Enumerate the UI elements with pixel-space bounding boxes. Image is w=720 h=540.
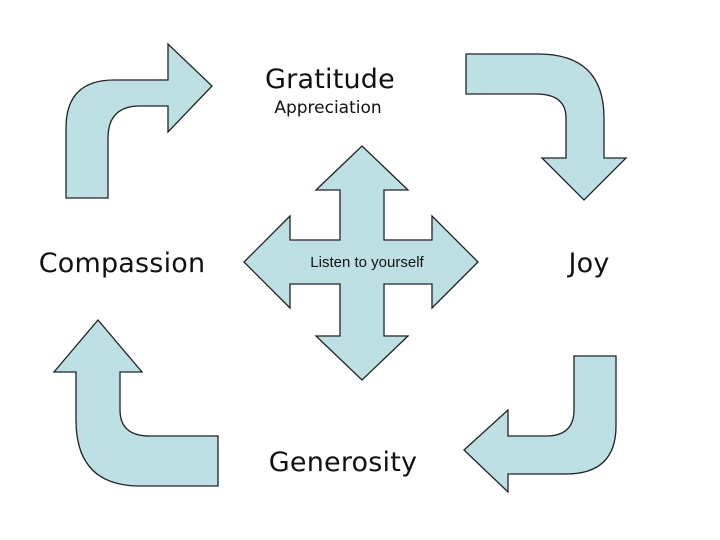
appreciation-label: Appreciation [274, 98, 382, 118]
gratitude-label: Gratitude [265, 64, 395, 95]
compassion-label: Compassion [38, 248, 206, 279]
bent-arrow-bottom-left [52, 318, 219, 487]
joy-label: Joy [568, 248, 610, 279]
bent-arrow-top-left [65, 42, 213, 199]
generosity-label: Generosity [268, 447, 418, 478]
four-way-arrow [243, 145, 479, 381]
bent-arrow-top-right [465, 53, 628, 201]
center-label: Listen to yourself [310, 254, 424, 271]
bent-arrow-bottom-right [463, 355, 617, 494]
